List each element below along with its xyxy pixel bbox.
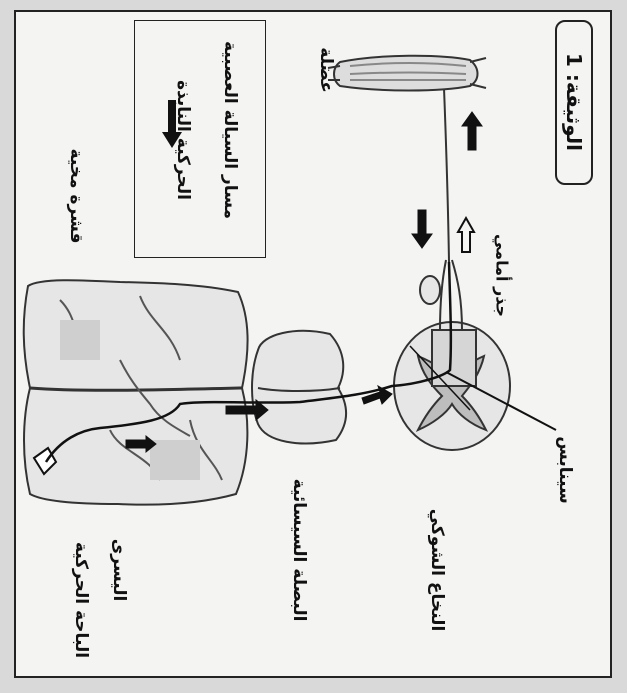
label-motor-area-line1: الباحة الحركية — [71, 535, 91, 665]
medulla-shape — [252, 331, 346, 444]
legend-line1: مسار السيالة العصبية — [220, 20, 240, 240]
label-synapse: سينابس — [555, 425, 575, 515]
label-anterior-root: جذر أمامي — [493, 226, 512, 326]
label-cortex-slice: قشرة مخية — [66, 146, 86, 246]
legend-line2: الحركية النابذة — [173, 50, 193, 230]
label-motor-area-line2: اليسرى — [109, 535, 129, 605]
label-muscle: عضلة — [316, 40, 336, 100]
brain — [24, 280, 248, 504]
nerve-to-muscle — [444, 88, 449, 262]
label-spinal-cord: النخاع الشوكي — [427, 505, 447, 635]
anterior-root — [420, 260, 462, 330]
spinal-cord-section — [394, 322, 510, 450]
muscle-shape — [328, 56, 486, 91]
label-medulla: البصلة السيسائية — [289, 475, 309, 625]
document-title: الوثيقة: 1 — [562, 42, 586, 162]
legend-box — [134, 20, 266, 258]
